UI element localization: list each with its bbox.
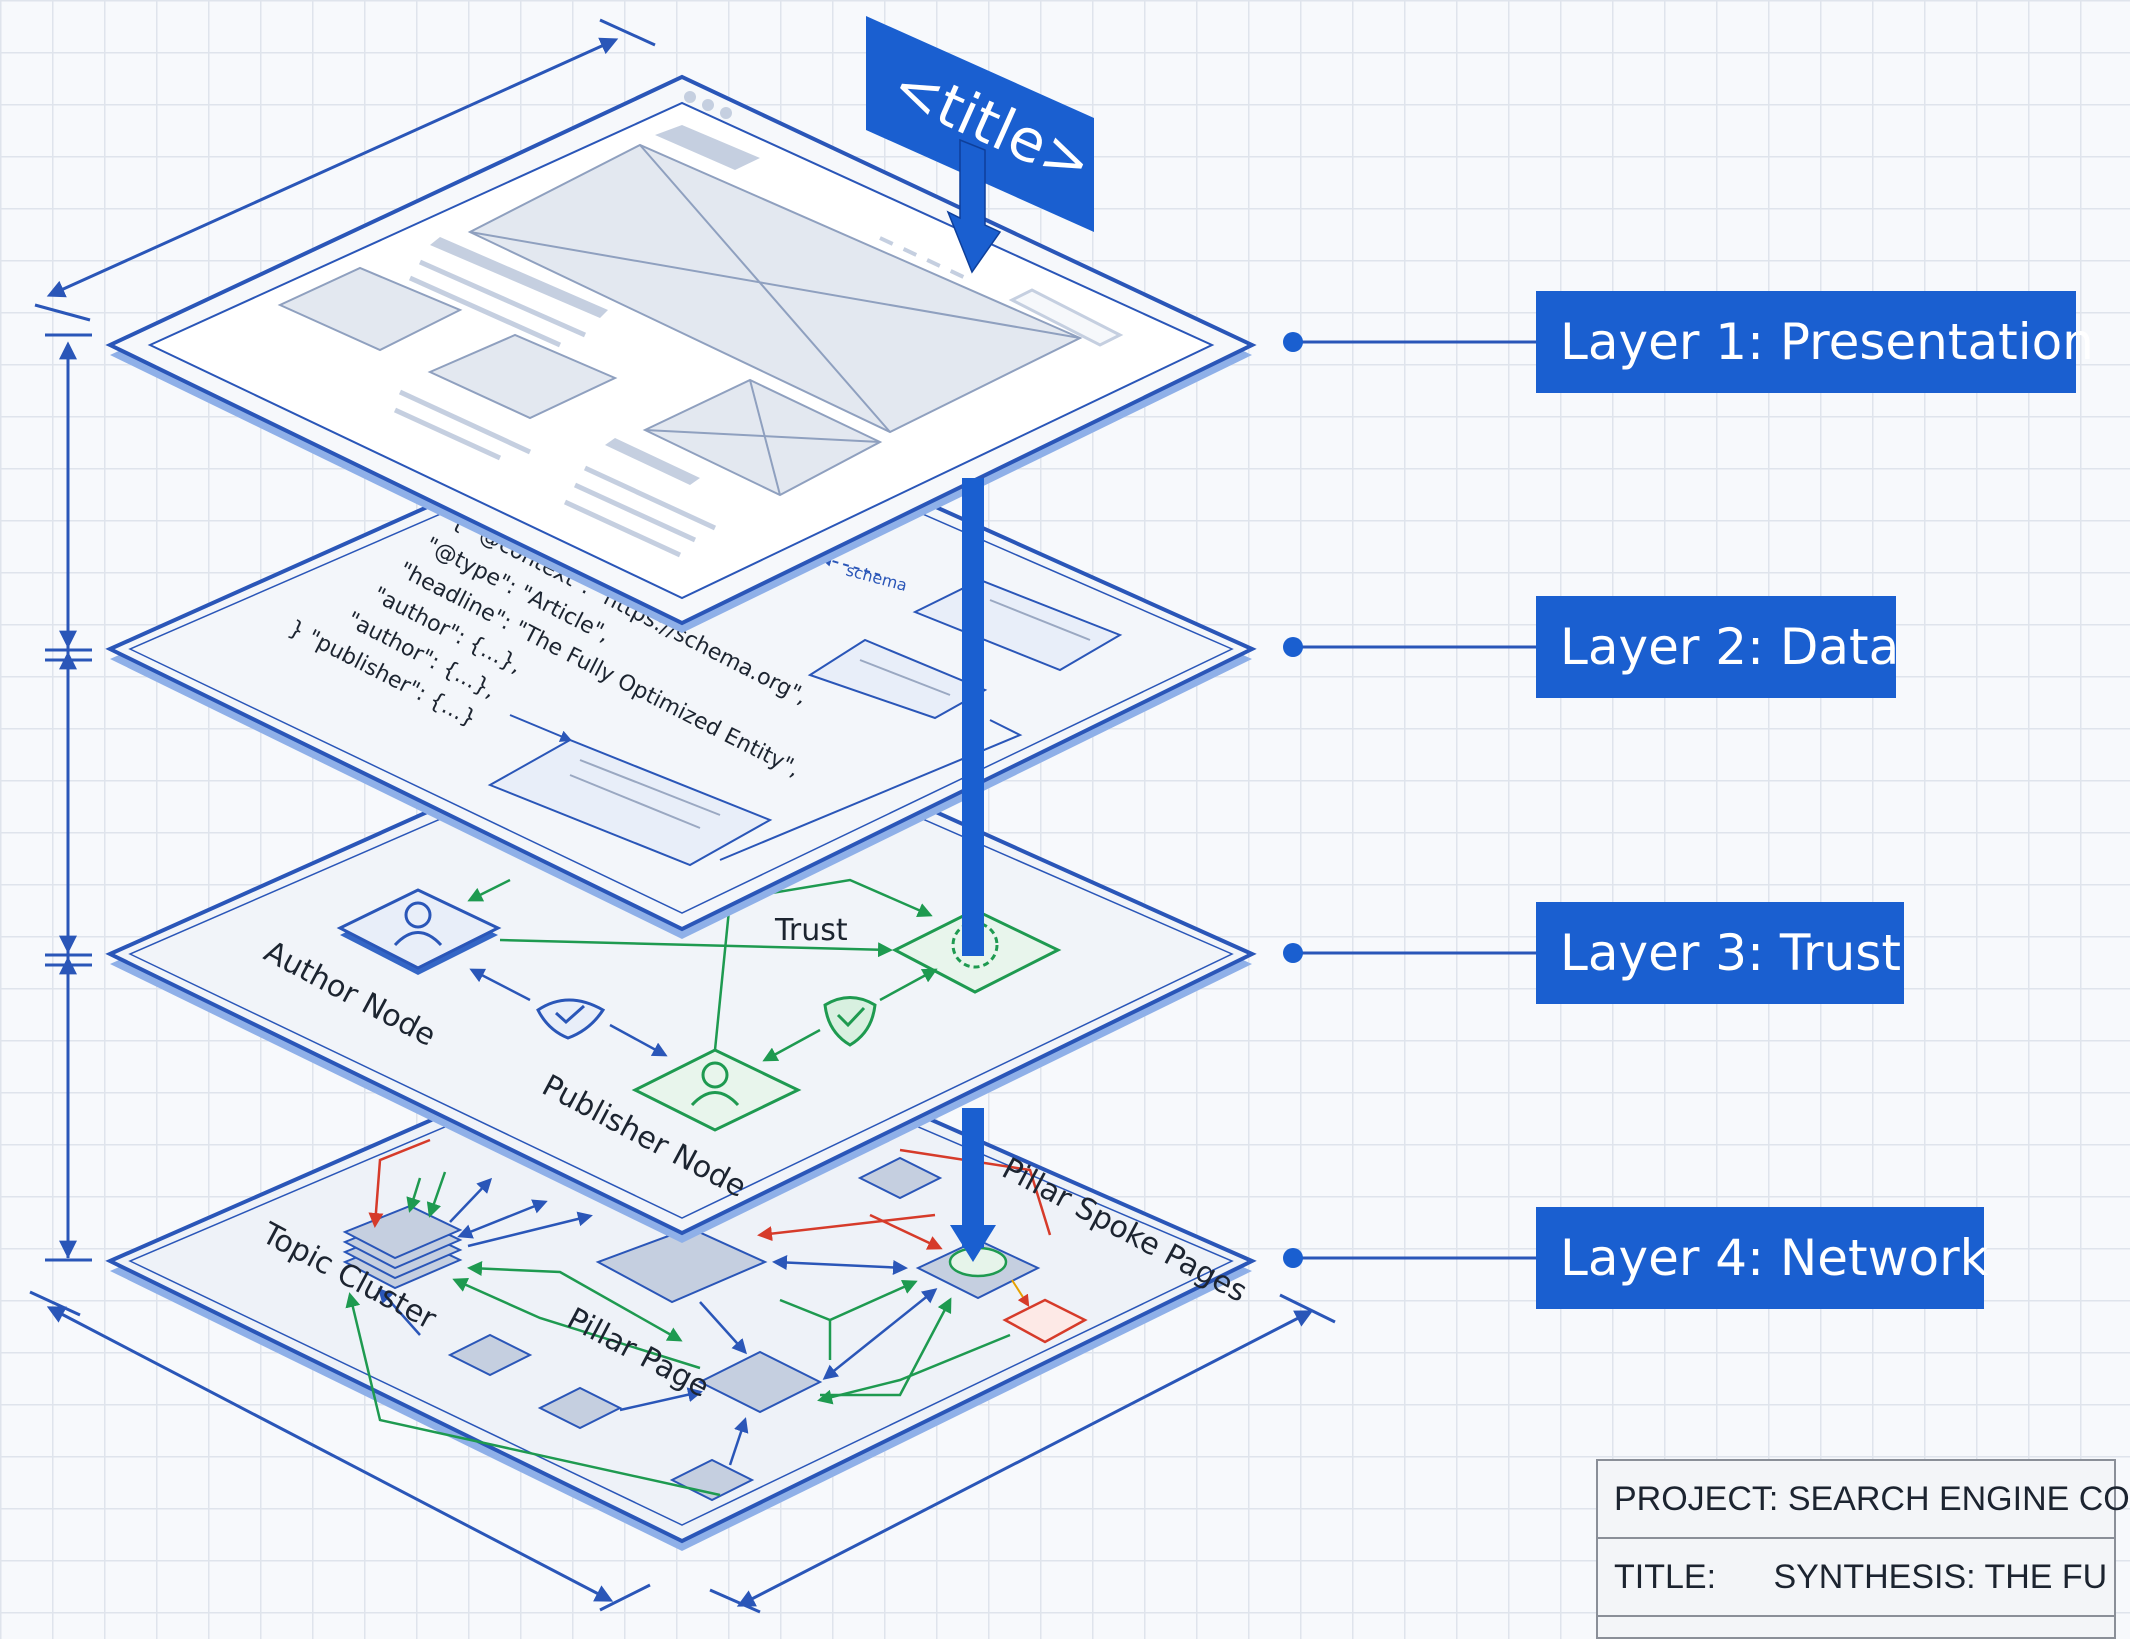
- thumbnail-image-placeholder: [642, 378, 883, 497]
- project-value: SEARCH ENGINE CO: [1787, 1480, 2130, 1518]
- pipe-arrow-icon: [950, 1225, 996, 1262]
- label-connectors: [1283, 332, 1540, 1268]
- title-row: TITLE: SYNTHESIS: THE FU: [1598, 1539, 2114, 1617]
- drawing-title-block: PROJECT: SEARCH ENGINE CO TITLE: SYNTHES…: [1596, 1459, 2130, 1639]
- author-node-icon: [336, 888, 502, 975]
- project-key: PROJECT:: [1614, 1480, 1779, 1518]
- layer-2-label: Layer 2: Data: [1536, 596, 1899, 698]
- spoke-node: [857, 1156, 943, 1200]
- layer-4-label: Layer 4: Network: [1536, 1207, 1989, 1309]
- search-bar-placeholder: [1008, 288, 1124, 347]
- shield-check-icon-green: [823, 996, 877, 1047]
- project-row: PROJECT: SEARCH ENGINE CO: [1598, 1461, 2130, 1539]
- title-value: SYNTHESIS: THE FU: [1773, 1558, 2108, 1596]
- layer-1-label: Layer 1: Presentation: [1536, 291, 2094, 393]
- data-flow-pipe: [962, 1108, 984, 1248]
- shield-check-icon-blue: [536, 998, 606, 1040]
- window-dot-icon: [720, 107, 732, 119]
- topic-cluster-stack-icon: [342, 1204, 463, 1290]
- card-placeholder: [427, 333, 618, 420]
- layer-3-label: Layer 3: Trust: [1536, 902, 1904, 1004]
- trust-graph: [336, 878, 1062, 1132]
- window-dot-icon: [684, 91, 696, 103]
- dimension-lines: [29, 18, 1336, 1614]
- window-dot-icon: [702, 99, 714, 111]
- data-flow-pipe: [962, 805, 984, 955]
- publisher-node-icon: [631, 1048, 802, 1132]
- title-key: TITLE:: [1614, 1558, 1717, 1596]
- layered-architecture-diagram: Topic Cluster Pillar Page Pillar Spoke P…: [29, 16, 1540, 1614]
- trust-edge-label: Trust: [774, 913, 848, 948]
